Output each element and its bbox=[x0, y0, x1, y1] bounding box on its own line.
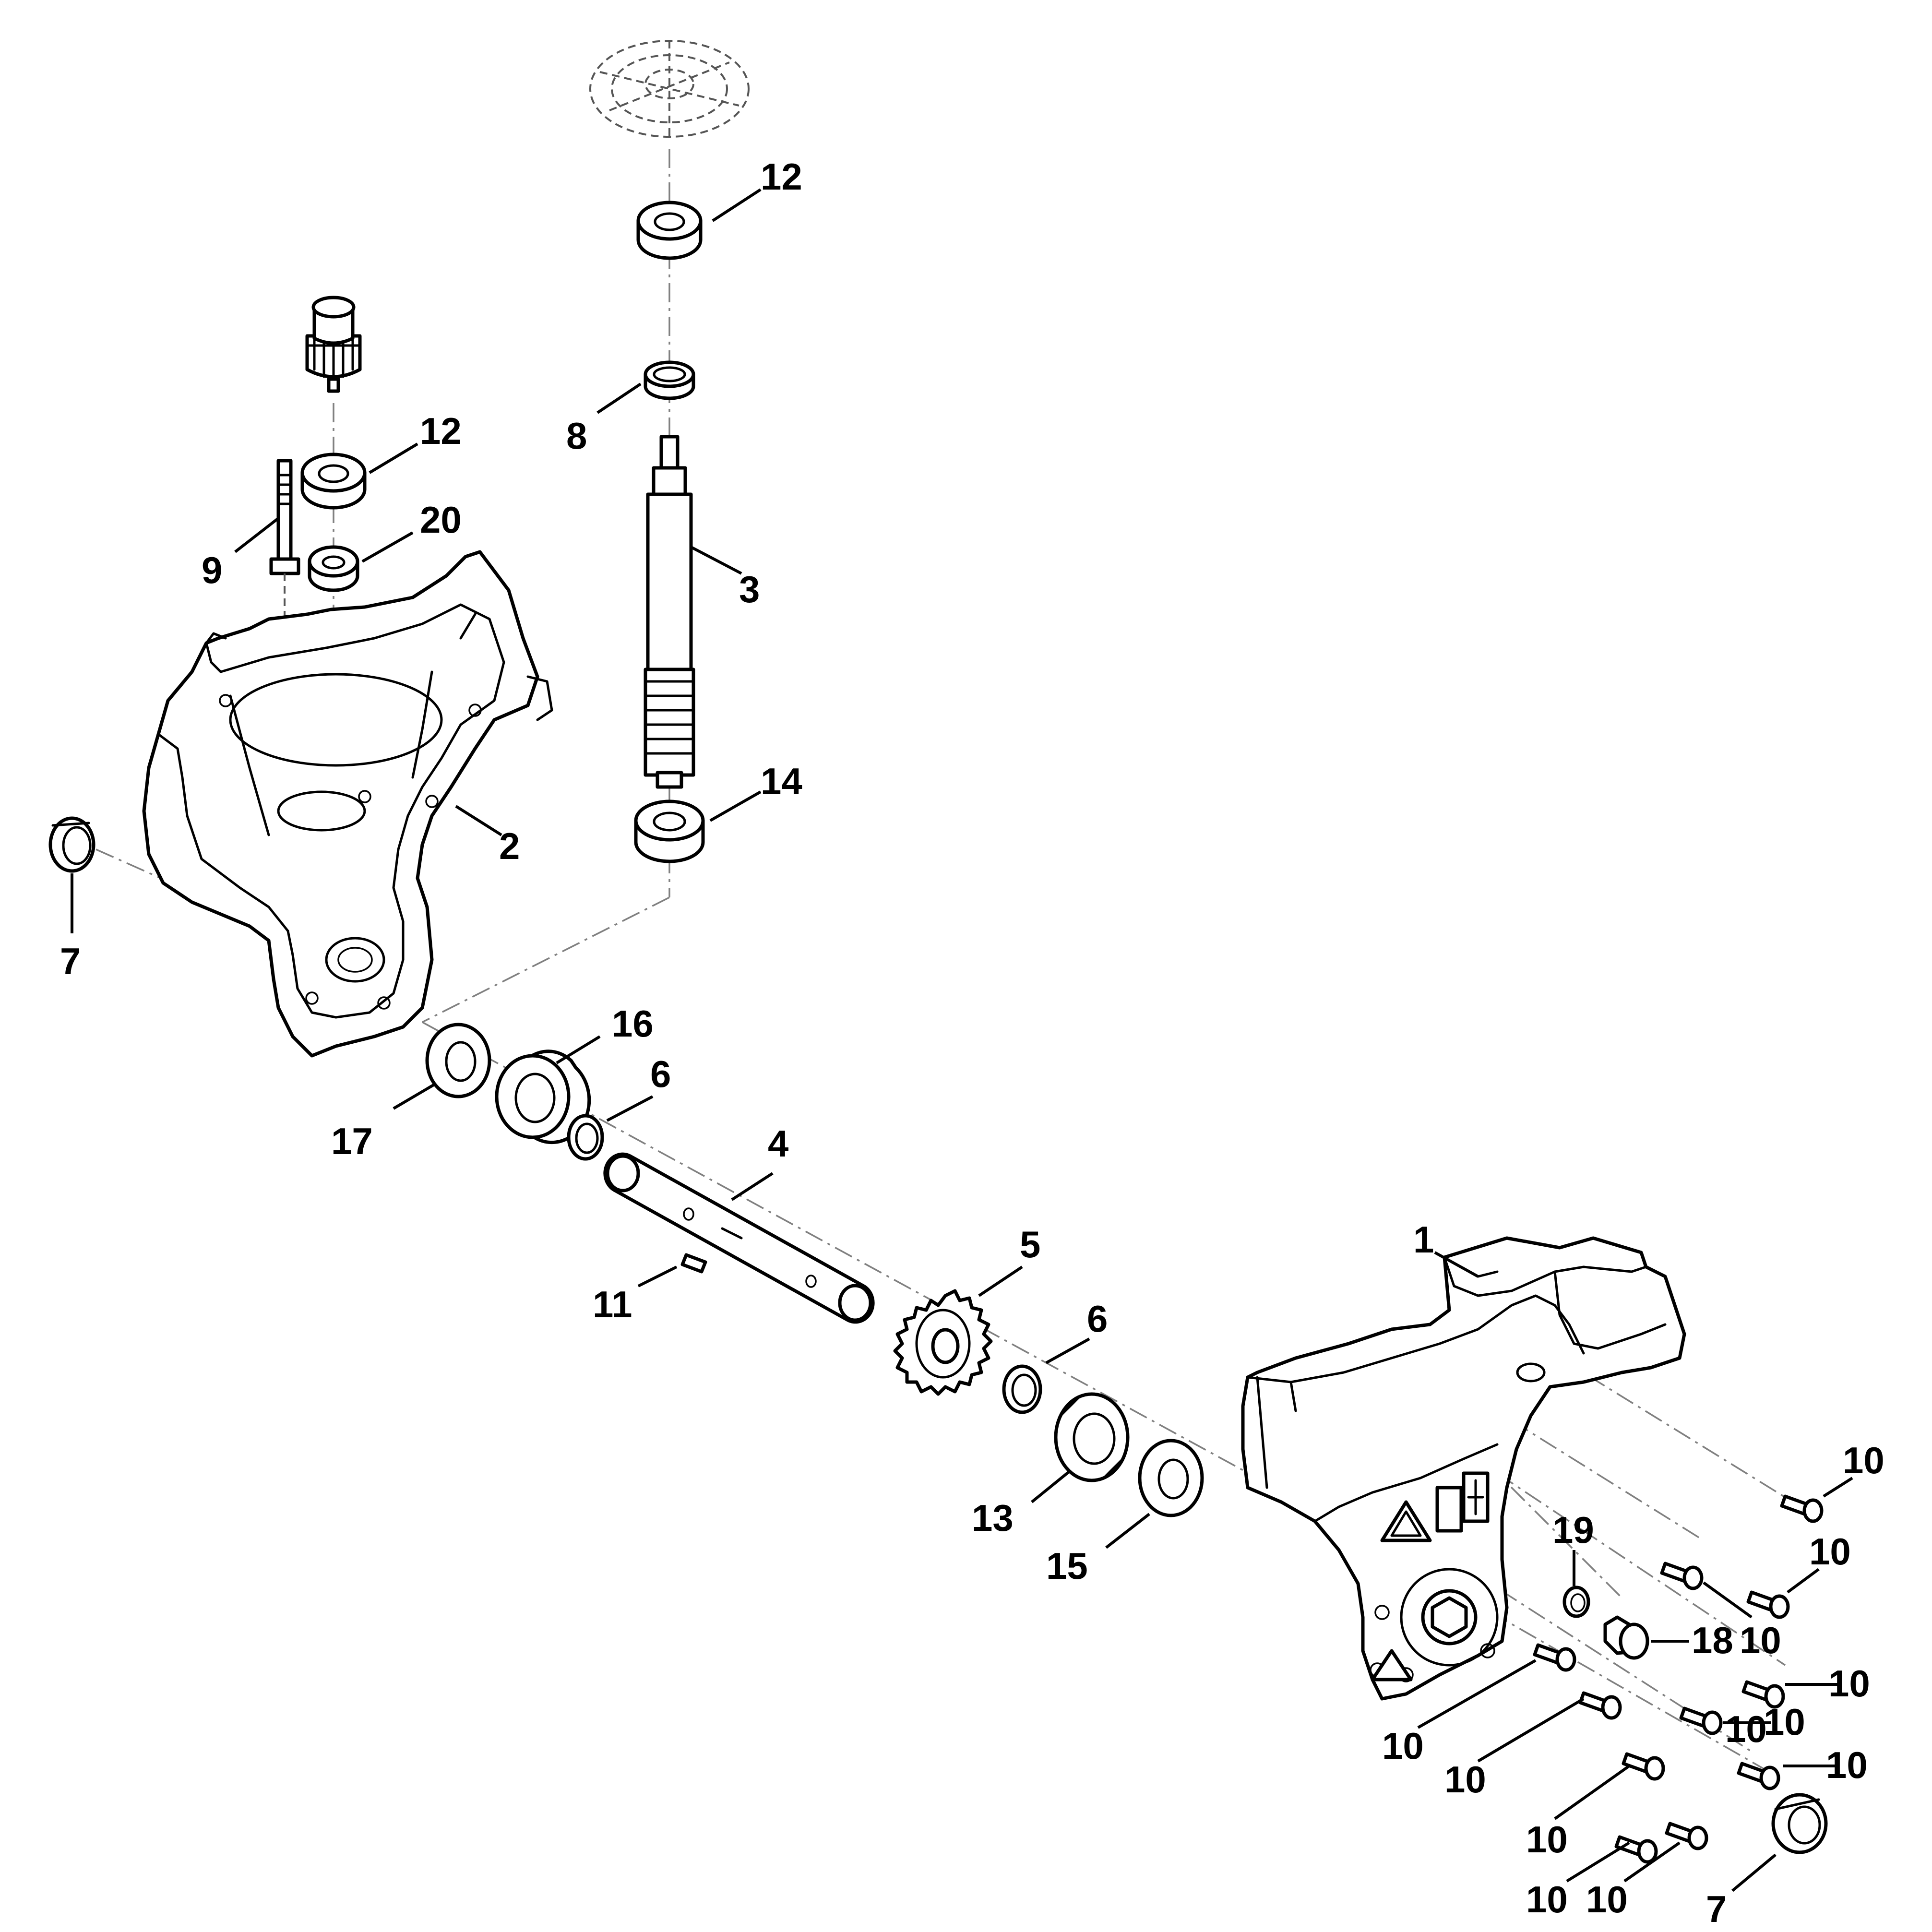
gearbox-housing-1 bbox=[1241, 1236, 1686, 1701]
screw-10 bbox=[1533, 1643, 1576, 1672]
screw-10 bbox=[1679, 1706, 1723, 1735]
seal-17 bbox=[425, 1023, 491, 1098]
callout-10: 10 bbox=[1764, 1701, 1805, 1743]
spur-gear-5 bbox=[893, 1289, 993, 1396]
callout-10: 10 bbox=[1740, 1619, 1781, 1661]
vertical-shaft-3 bbox=[644, 435, 695, 789]
seal-15 bbox=[1138, 1439, 1204, 1517]
spacer-ring-6-right bbox=[1002, 1364, 1042, 1414]
callout-12-top: 12 bbox=[761, 155, 802, 198]
ball-bearing-14 bbox=[634, 799, 705, 863]
callout-7-right: 7 bbox=[1706, 1888, 1727, 1930]
callout-6-upper: 6 bbox=[650, 1053, 671, 1095]
screws-10 bbox=[1533, 1494, 1824, 1864]
callout-20: 20 bbox=[420, 499, 462, 541]
ball-bearing-13 bbox=[1054, 1392, 1130, 1482]
callout-10: 10 bbox=[1725, 1708, 1767, 1750]
callout-11: 11 bbox=[593, 1283, 632, 1325]
upper-disc-phantom bbox=[589, 40, 750, 138]
gearbox-housing-2 bbox=[142, 550, 553, 1058]
callout-8: 8 bbox=[566, 415, 587, 457]
callout-9: 9 bbox=[202, 549, 222, 591]
callout-leaders bbox=[71, 188, 1853, 1892]
pinion-gear bbox=[305, 296, 362, 393]
callout-4: 4 bbox=[768, 1122, 788, 1165]
callout-2: 2 bbox=[499, 825, 520, 867]
callout-10: 10 bbox=[1586, 1878, 1628, 1920]
callout-10: 10 bbox=[1828, 1662, 1870, 1705]
seal-7-left bbox=[48, 816, 95, 873]
ball-bearing-20 bbox=[308, 545, 359, 592]
callout-10: 10 bbox=[1809, 1530, 1851, 1573]
spacer-ring-8 bbox=[644, 360, 695, 400]
ball-bearing-12-left bbox=[300, 453, 367, 510]
ball-bearing-12-top bbox=[636, 201, 703, 260]
callout-16: 16 bbox=[612, 1002, 654, 1045]
callout-10: 10 bbox=[1444, 1758, 1486, 1801]
screw-10 bbox=[1780, 1494, 1824, 1523]
callout-12-left: 12 bbox=[420, 410, 462, 452]
callout-5: 5 bbox=[1020, 1223, 1040, 1265]
callout-10: 10 bbox=[1826, 1744, 1868, 1786]
screw-10 bbox=[1578, 1691, 1622, 1720]
spacer-ring-6-left bbox=[567, 1114, 604, 1161]
key-11 bbox=[680, 1253, 707, 1274]
callout-labels: 1 2 3 4 5 6 6 7 7 8 9 10 10 10 10 10 10 … bbox=[60, 155, 1884, 1930]
callout-3: 3 bbox=[739, 568, 760, 610]
callout-19: 19 bbox=[1552, 1509, 1594, 1551]
ball-bearing-16 bbox=[495, 1049, 591, 1145]
callout-14: 14 bbox=[761, 760, 802, 802]
o-ring-19 bbox=[1562, 1586, 1590, 1618]
callout-6-lower: 6 bbox=[1087, 1298, 1108, 1340]
callout-18: 18 bbox=[1692, 1619, 1733, 1661]
screw-10 bbox=[1614, 1835, 1658, 1864]
callout-17: 17 bbox=[331, 1120, 373, 1162]
callout-15: 15 bbox=[1046, 1545, 1088, 1587]
screw-10 bbox=[1660, 1562, 1704, 1590]
screw-10 bbox=[1737, 1762, 1780, 1790]
drain-plug-18 bbox=[1603, 1615, 1649, 1660]
screw-10 bbox=[1741, 1680, 1785, 1709]
callout-10: 10 bbox=[1526, 1818, 1568, 1860]
callout-10: 10 bbox=[1526, 1878, 1568, 1920]
axle-shaft-4 bbox=[603, 1152, 875, 1324]
callout-10: 10 bbox=[1382, 1725, 1424, 1767]
seal-7-right bbox=[1771, 1793, 1828, 1854]
callout-1: 1 bbox=[1413, 1218, 1434, 1261]
screw-10 bbox=[1622, 1752, 1665, 1781]
callout-13: 13 bbox=[972, 1497, 1014, 1539]
callout-7-left: 7 bbox=[60, 940, 81, 982]
screw-10 bbox=[1746, 1590, 1790, 1619]
screw-10 bbox=[1665, 1822, 1708, 1850]
callout-10: 10 bbox=[1843, 1439, 1884, 1481]
